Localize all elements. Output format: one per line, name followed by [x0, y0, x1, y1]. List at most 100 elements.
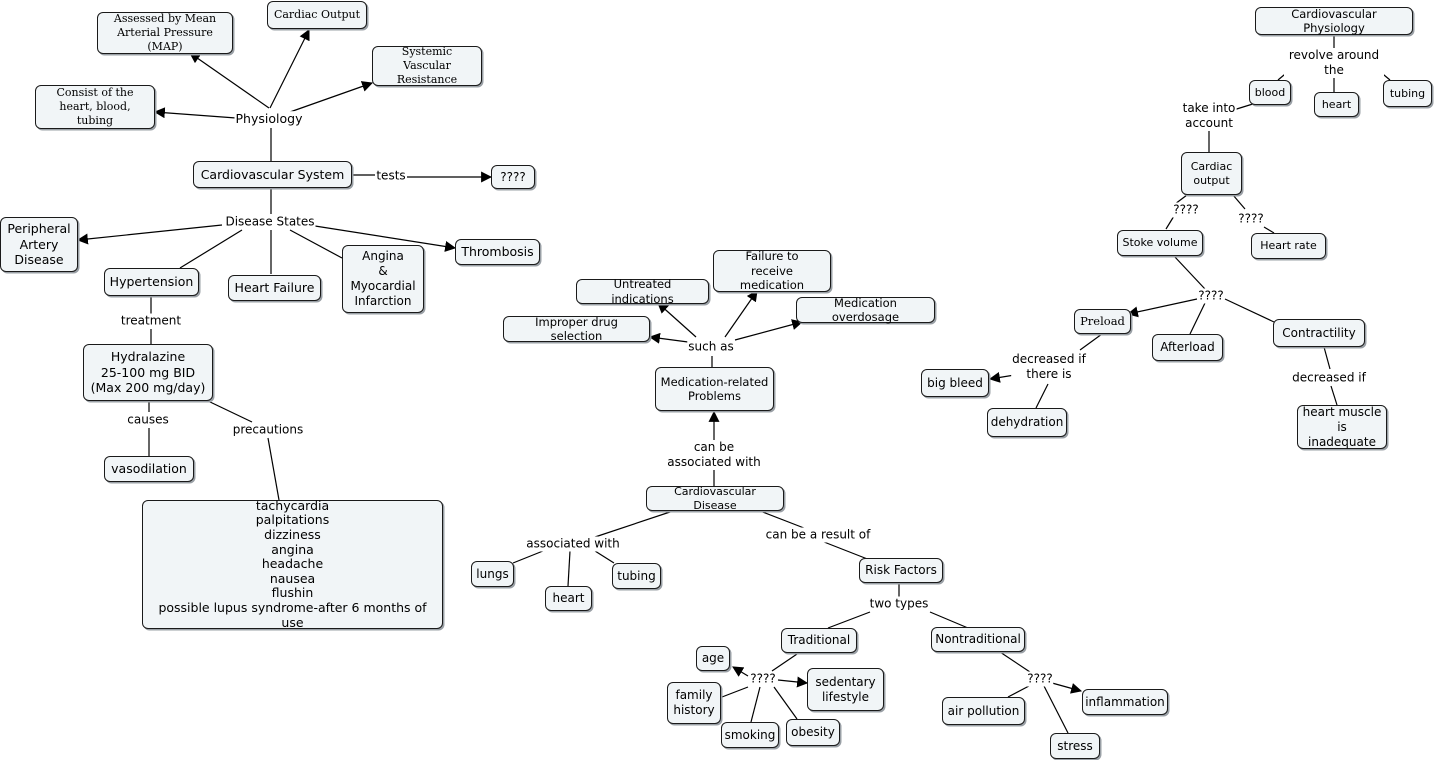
link — [314, 225, 457, 252]
link — [724, 290, 758, 338]
node-angina-mi[interactable]: Angina & Myocardial Infarction — [342, 245, 424, 313]
node-family-history[interactable]: family history — [667, 682, 721, 724]
link — [773, 686, 798, 720]
link — [1330, 385, 1338, 406]
node-stress[interactable]: stress — [1050, 733, 1100, 759]
node-tests-unknown[interactable]: ???? — [491, 165, 535, 189]
node-big-bleed[interactable]: big bleed — [921, 369, 989, 397]
node-sedentary-lifestyle[interactable]: sedentary lifestyle — [807, 668, 884, 711]
link — [267, 437, 280, 501]
node-risk-factors[interactable]: Risk Factors — [859, 558, 943, 583]
link — [153, 107, 237, 119]
node-untreated-indications[interactable]: Untreated indications — [576, 277, 709, 306]
node-afterload[interactable]: Afterload — [1152, 334, 1223, 361]
node-improper-drug-selection[interactable]: Improper drug selection — [503, 315, 650, 343]
link — [777, 676, 809, 688]
link — [1263, 226, 1275, 234]
node-hydralazine[interactable]: Hydralazine 25-100 mg BID (Max 200 mg/da… — [83, 344, 213, 401]
node-medication-overdosage[interactable]: Medication overdosage — [796, 296, 935, 324]
link — [1224, 298, 1275, 323]
node-heart-rate[interactable]: Heart rate — [1251, 233, 1326, 259]
label-causes: causes — [126, 412, 170, 428]
node-assessed-by-map[interactable]: Assessed by Mean Arterial Pressure (MAP) — [97, 12, 233, 54]
link — [823, 541, 871, 561]
link — [759, 510, 805, 529]
node-thrombosis[interactable]: Thrombosis — [455, 239, 540, 265]
link — [512, 550, 544, 564]
node-obesity[interactable]: obesity — [786, 719, 840, 746]
node-smoking[interactable]: smoking — [721, 722, 779, 748]
label-two-types: two types — [868, 596, 930, 612]
label-such-as: such as — [687, 339, 735, 355]
node-nontraditional[interactable]: Nontraditional — [931, 627, 1025, 652]
link — [289, 229, 343, 259]
link — [76, 224, 223, 245]
node-consist-of[interactable]: Consist of the heart, blood, tubing — [35, 85, 155, 129]
link — [269, 29, 310, 109]
link — [1007, 685, 1030, 698]
link — [189, 52, 270, 109]
node-failure-to-receive[interactable]: Failure to receive medication — [713, 249, 831, 292]
link — [1173, 255, 1206, 290]
link — [750, 686, 761, 723]
node-systemic-vascular-resistance[interactable]: Systemic Vascular Resistance — [372, 45, 482, 86]
link — [771, 651, 801, 672]
link — [657, 302, 697, 338]
node-stroke-volume[interactable]: Stoke volume — [1117, 230, 1203, 256]
node-tubing-right[interactable]: tubing — [1383, 80, 1432, 107]
node-hypertension[interactable]: Hypertension — [104, 268, 199, 296]
node-blood-right[interactable]: blood — [1249, 80, 1291, 105]
link — [567, 550, 571, 587]
label-nontraditional-unknown: ???? — [1026, 671, 1054, 687]
link — [732, 666, 749, 677]
node-dehydration[interactable]: dehydration — [987, 408, 1067, 437]
node-heart-middle[interactable]: heart — [545, 586, 592, 611]
link — [1189, 302, 1206, 335]
node-heart-failure[interactable]: Heart Failure — [228, 275, 321, 301]
label-decreased-if: decreased if — [1291, 370, 1367, 386]
node-traditional[interactable]: Traditional — [781, 628, 857, 653]
node-preload[interactable]: Preload — [1074, 309, 1131, 334]
node-cardiac-output-top[interactable]: Cardiac Output — [267, 1, 367, 29]
node-heart-muscle-inadequate[interactable]: heart muscle is inadequate — [1297, 405, 1387, 449]
label-physiology: Physiology — [234, 111, 304, 127]
node-cardiac-output-right[interactable]: Cardiac output — [1181, 152, 1242, 195]
node-precautions-list[interactable]: tachycardia palpitations dizziness angin… — [142, 498, 443, 630]
label-stroke-volume-unknown: ???? — [1172, 202, 1200, 218]
label-disease-states: Disease States — [224, 214, 316, 230]
node-peripheral-artery-disease[interactable]: Peripheral Artery Disease — [0, 217, 78, 272]
label-can-be-a-result-of: can be a result of — [764, 527, 872, 543]
node-cardiovascular-system[interactable]: Cardiovascular System — [193, 161, 352, 188]
label-decreased-if-there-is: decreased if there is — [1011, 352, 1087, 382]
node-air-pollution[interactable]: air pollution — [942, 697, 1025, 725]
label-heart-rate-unknown: ???? — [1237, 211, 1265, 227]
node-vasodilation[interactable]: vasodilation — [104, 456, 194, 482]
label-tests: tests — [375, 168, 407, 184]
label-associated-with: associated with — [525, 536, 621, 552]
link — [1051, 682, 1083, 694]
link — [1043, 685, 1069, 734]
label-revolve-around: revolve around the — [1284, 48, 1384, 78]
node-cardiovascular-physiology[interactable]: Cardiovascular Physiology — [1255, 7, 1413, 35]
link — [1126, 298, 1198, 318]
link — [721, 686, 749, 698]
link — [1035, 383, 1049, 409]
node-lungs[interactable]: lungs — [471, 561, 514, 587]
node-heart-right[interactable]: heart — [1314, 92, 1359, 117]
node-contractility[interactable]: Contractility — [1273, 319, 1365, 347]
link — [594, 550, 615, 564]
node-tubing-middle[interactable]: tubing — [612, 563, 661, 589]
link — [179, 229, 243, 269]
node-medication-related-problems[interactable]: Medication-related Problems — [655, 367, 774, 411]
link — [1165, 215, 1175, 230]
link — [1079, 333, 1103, 351]
link — [594, 510, 674, 538]
link — [1323, 346, 1331, 370]
link — [207, 400, 253, 423]
label-take-into-account: take into account — [1181, 101, 1237, 131]
link — [999, 651, 1031, 673]
node-age[interactable]: age — [696, 646, 730, 671]
label-treatment: treatment — [119, 313, 183, 329]
node-inflammation[interactable]: inflammation — [1082, 689, 1168, 715]
node-cardiovascular-disease[interactable]: Cardiovascular Disease — [646, 485, 784, 512]
